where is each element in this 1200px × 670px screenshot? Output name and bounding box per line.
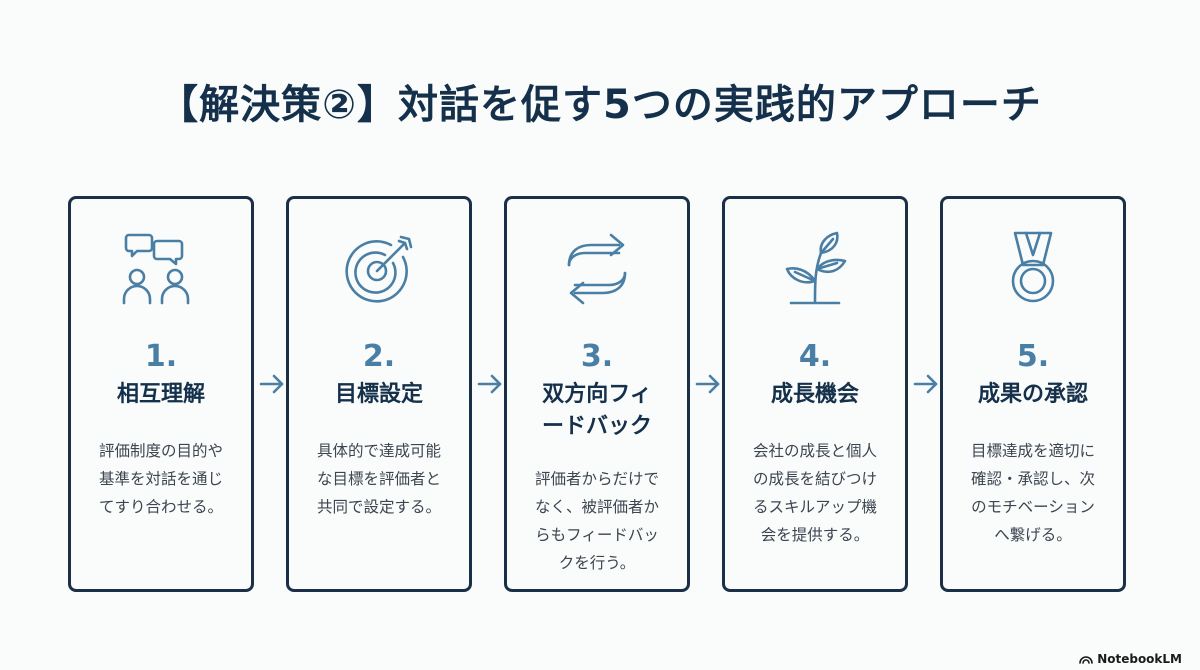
step-description-line: な目標を評価者と [316, 470, 441, 488]
step-number: 1. [144, 339, 178, 374]
step-heading-line: 成果の承認 [977, 382, 1088, 407]
brand-label: NotebookLM [1097, 652, 1182, 666]
step-description-line: 目標達成を適切に [970, 442, 1095, 460]
step-description-line: 具体的で達成可能 [316, 442, 441, 460]
step-card-3: 3. 双方向フィ ードバック 評価者からだけで なく、被評価者か らもフィードバ… [504, 196, 690, 592]
step-description-line: 会を提供する。 [760, 526, 870, 544]
step-heading: 目標設定 [289, 379, 469, 411]
step-number: 2. [362, 339, 396, 374]
step-description-line: のモチベーション [971, 498, 1095, 516]
step-card-4: 4. 成長機会 会社の成長と個人 の成長を結びつけ るスキルアップ機 会を提供す… [722, 196, 908, 592]
step-description-line: クを行う。 [558, 554, 636, 572]
step-description-line: の成長を結びつけ [752, 470, 877, 488]
step-number: 3. [580, 339, 614, 374]
page-title: 【解決策②】対話を促す5つの実践的アプローチ [158, 82, 1042, 128]
step-description-line: 基準を対話を通じ [98, 470, 223, 488]
conversation-icon [121, 229, 201, 309]
exchange-arrows-icon [557, 229, 637, 309]
step-description-line: 評価者からだけで [534, 470, 659, 488]
brand-watermark: NotebookLM [1079, 652, 1182, 666]
step-description-line: へ繋げる。 [994, 526, 1072, 544]
step-description-line: てすり合わせる。 [98, 498, 223, 516]
step-description-line: るスキルアップ機 [752, 498, 877, 516]
step-card-5: 5. 成果の承認 目標達成を適切に 確認・承認し、次 のモチベーション へ繋げる… [940, 196, 1126, 592]
step-heading-line: 成長機会 [770, 382, 859, 407]
chevron-right-icon [258, 370, 286, 398]
step-description-line: 評価制度の目的や [98, 442, 223, 460]
step-description: 会社の成長と個人 の成長を結びつけ るスキルアップ機 会を提供する。 [725, 437, 905, 549]
step-heading-line: 目標設定 [334, 382, 423, 407]
step-description-line: 共同で設定する。 [316, 498, 441, 516]
notebooklm-logo-icon [1079, 654, 1093, 664]
step-number: 4. [798, 339, 832, 374]
step-heading: 双方向フィ ードバック [507, 379, 687, 443]
step-heading-line: 双方向フィ [542, 382, 652, 407]
step-description: 具体的で達成可能 な目標を評価者と 共同で設定する。 [289, 437, 469, 521]
step-heading-line: 相互理解 [116, 382, 205, 407]
step-heading: 相互理解 [71, 379, 251, 411]
step-description-line: 確認・承認し、次 [970, 470, 1095, 488]
target-icon [339, 229, 419, 309]
step-description-line: 会社の成長と個人 [752, 442, 877, 460]
chevron-right-icon [694, 370, 722, 398]
chevron-right-icon [912, 370, 940, 398]
sprout-icon [775, 229, 855, 309]
step-description: 評価者からだけで なく、被評価者か らもフィードバッ クを行う。 [507, 465, 687, 577]
step-description: 評価制度の目的や 基準を対話を通じ てすり合わせる。 [71, 437, 251, 521]
step-heading: 成果の承認 [943, 379, 1123, 411]
step-card-1: 1. 相互理解 評価制度の目的や 基準を対話を通じ てすり合わせる。 [68, 196, 254, 592]
chevron-right-icon [476, 370, 504, 398]
step-description: 目標達成を適切に 確認・承認し、次 のモチベーション へ繋げる。 [943, 437, 1123, 549]
step-heading-line: ードバック [541, 414, 652, 439]
step-number: 5. [1016, 339, 1050, 374]
medal-icon [993, 229, 1073, 309]
step-description-line: らもフィードバッ [535, 526, 659, 544]
step-heading: 成長機会 [725, 379, 905, 411]
step-description-line: なく、被評価者か [534, 498, 659, 516]
step-card-2: 2. 目標設定 具体的で達成可能 な目標を評価者と 共同で設定する。 [286, 196, 472, 592]
